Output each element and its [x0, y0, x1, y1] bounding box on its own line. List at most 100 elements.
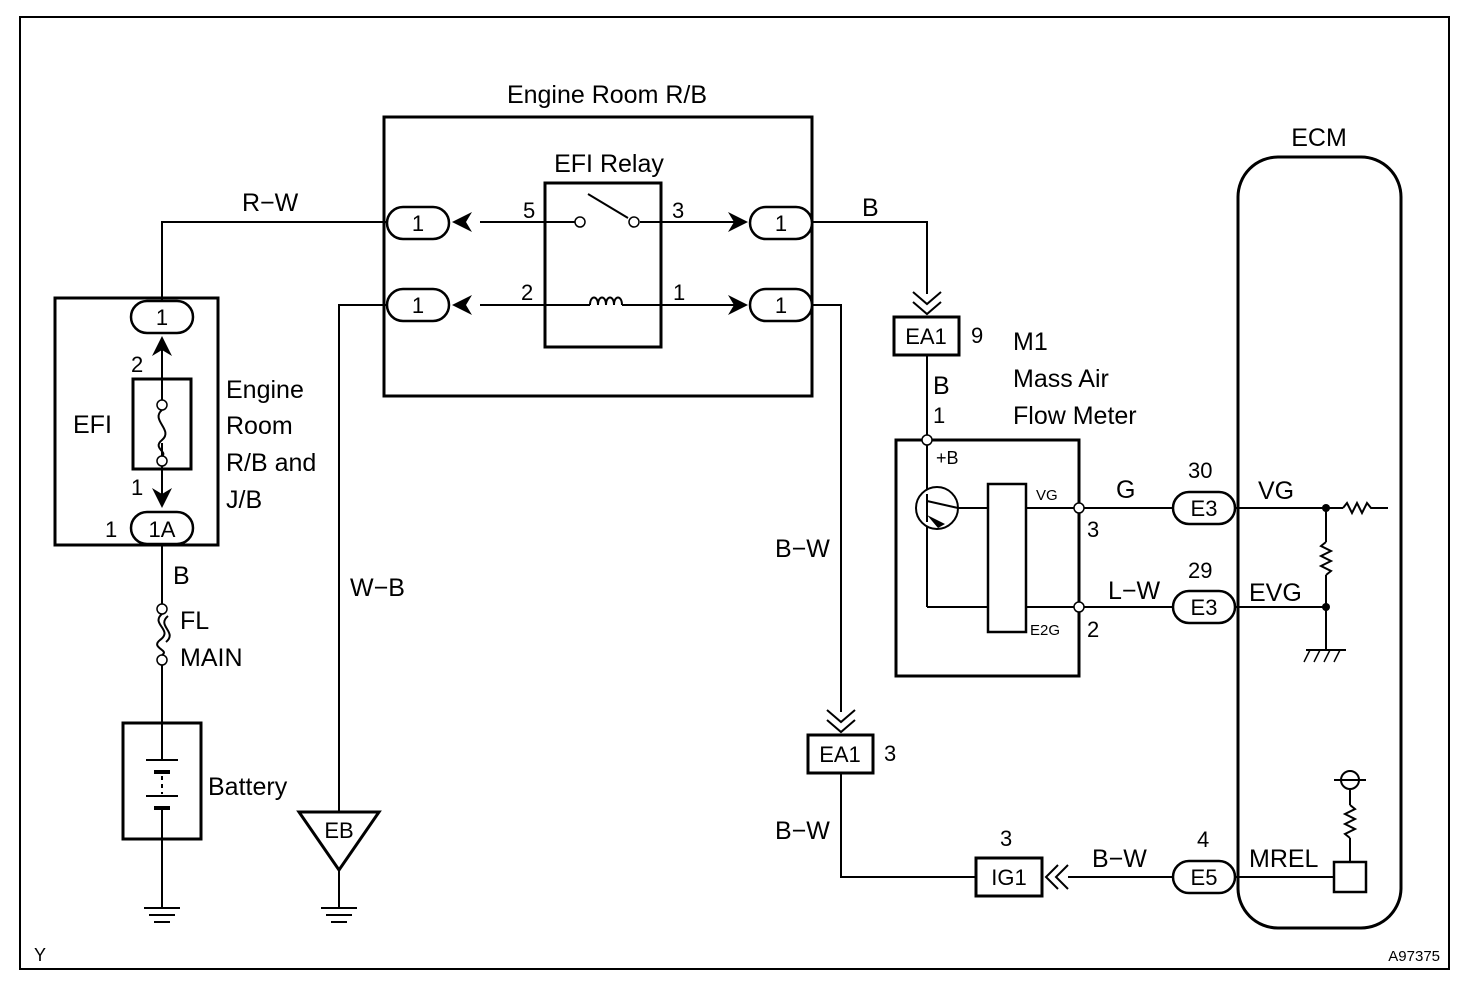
rb-arrow-right-top-icon	[728, 212, 748, 232]
fuse-left-pin-1: 1	[105, 517, 117, 542]
fl-main-fusible-link-icon-2	[163, 615, 171, 643]
corner-label-y: Y	[34, 945, 46, 965]
ea1-bottom-chevron-icon	[826, 709, 856, 734]
maf-pin-3: 3	[1087, 517, 1099, 542]
wire-wb-label: W−B	[350, 574, 405, 602]
wire-bw-upper	[812, 304, 842, 712]
ea1-top-pin-9: 9	[971, 323, 983, 348]
wire-bw-upper-label: B−W	[775, 535, 830, 563]
rb-connector-left-bottom-label: 1	[412, 293, 424, 318]
maf-terminal-e2g	[1073, 601, 1085, 613]
ig1-connector	[974, 856, 1044, 898]
eb-label: EB	[324, 818, 353, 843]
maf-terminal-plus-b	[921, 434, 933, 446]
ig1-label: IG1	[991, 865, 1026, 890]
maf-title-line1: Mass Air	[1013, 365, 1109, 393]
wire-b-top-label: B	[862, 194, 879, 222]
ea1-bottom-label: EA1	[819, 742, 861, 767]
wire-rw-label: R−W	[242, 189, 299, 217]
ea1-top-connector	[892, 315, 961, 357]
e3-pin-30: 30	[1188, 458, 1212, 483]
relay-pin-1: 1	[673, 280, 685, 305]
fl-main-label-line2: MAIN	[180, 644, 243, 672]
ea1-top-chevron-icon	[912, 291, 942, 316]
battery-ground-icon	[144, 907, 180, 923]
rb-connector-right-top-label: 1	[775, 211, 787, 236]
wire-b-top	[812, 221, 928, 294]
maf-pin-2: 2	[1087, 617, 1099, 642]
fuse-block-label-line1: Engine	[226, 376, 304, 404]
maf-pin-1: 1	[933, 403, 945, 428]
wire-rw	[161, 221, 387, 301]
rb-connector-right-bottom-label: 1	[775, 293, 787, 318]
e5-label: E5	[1191, 865, 1218, 890]
relay-pin-3: 3	[672, 198, 684, 223]
fl-main-terminal-top	[156, 603, 168, 615]
relay-switch-contact-left	[574, 216, 586, 228]
efi-relay-box	[543, 181, 663, 349]
maf-e2g-label: E2G	[1030, 622, 1060, 639]
fuse-block-label-line4: J/B	[226, 486, 262, 514]
efi-fuse-terminal-bottom	[156, 455, 168, 467]
efi-fuse-label: EFI	[73, 411, 112, 439]
maf-sensor-lead-1	[926, 500, 959, 509]
wire-g-label: G	[1116, 476, 1135, 504]
wire-bw-lower-label: B−W	[775, 817, 830, 845]
maf-title-line2: Flow Meter	[1013, 402, 1137, 430]
relay-coil-icon	[589, 296, 623, 306]
rb-arrow-left-bottom-icon	[452, 295, 472, 315]
e3-evg-label: E3	[1191, 595, 1218, 620]
eb-ground-triangle	[296, 810, 382, 873]
ecm-vg-resistor-icon	[1342, 500, 1388, 516]
ig1-pin-3: 3	[1000, 826, 1012, 851]
ecm-vg-label: VG	[1258, 477, 1294, 505]
wire-b-maf-label: B	[933, 372, 950, 400]
fuse-block-connector-top-label: 1	[156, 305, 168, 330]
ea1-bottom-pin-3: 3	[884, 741, 896, 766]
ecm-pullup-resistor-icon	[1318, 541, 1334, 576]
m1-label: M1	[1013, 328, 1048, 356]
relay-switch-arm	[587, 193, 629, 219]
maf-plus-b-label: +B	[936, 448, 959, 468]
figure-id-label: A97375	[1388, 948, 1440, 965]
maf-terminal-vg	[1073, 502, 1085, 514]
ecm-evg-label: EVG	[1249, 579, 1302, 607]
ig1-chevron-icon	[1044, 864, 1069, 890]
wire-bw-lower	[840, 773, 976, 878]
fuse-block-connector-bottom-label: 1A	[149, 517, 176, 542]
fuse-pin-1: 1	[131, 475, 143, 500]
efi-fuse-element-icon	[157, 409, 167, 457]
relay-switch-contact-right	[628, 216, 640, 228]
ecm-label: ECM	[1291, 124, 1347, 152]
relay-pin-2: 2	[521, 280, 533, 305]
maf-sensing-element	[986, 482, 1028, 634]
wire-bw-ig-label: B−W	[1092, 845, 1147, 873]
fl-main-fusible-link-icon	[156, 613, 166, 656]
wire-lw-label: L−W	[1108, 577, 1161, 605]
efi-fuse-terminal-top	[156, 399, 168, 411]
fuse-block-label-line3: R/B and	[226, 449, 316, 477]
fuse-block-box	[53, 296, 220, 547]
wire-b-fuse-label: B	[173, 562, 190, 590]
efi-fuse-arrow-down-icon	[152, 488, 172, 508]
ecm-mrel-label: MREL	[1249, 845, 1319, 873]
fuse-block-label-line2: Room	[226, 412, 293, 440]
e3-vg-label: E3	[1191, 496, 1218, 521]
battery-label: Battery	[208, 773, 288, 801]
eb-ground-icon	[321, 907, 357, 923]
ecm-ground-icon	[1303, 649, 1346, 663]
efi-fuse-arrow-up-icon	[152, 336, 172, 356]
maf-vg-label: VG	[1036, 487, 1058, 504]
engine-room-rb-box	[382, 115, 814, 398]
fl-main-label-line1: FL	[180, 607, 209, 635]
e3-pin-29: 29	[1188, 558, 1212, 583]
wire-wb	[338, 304, 387, 812]
diagram-frame	[19, 16, 1450, 970]
ecm-box	[1236, 155, 1403, 930]
ecm-mrel-driver	[1332, 860, 1368, 894]
rb-connector-left-top-label: 1	[412, 211, 424, 236]
ea1-top-label: EA1	[905, 324, 947, 349]
e5-pin-4: 4	[1197, 827, 1209, 852]
fl-main-terminal-bottom	[156, 654, 168, 666]
